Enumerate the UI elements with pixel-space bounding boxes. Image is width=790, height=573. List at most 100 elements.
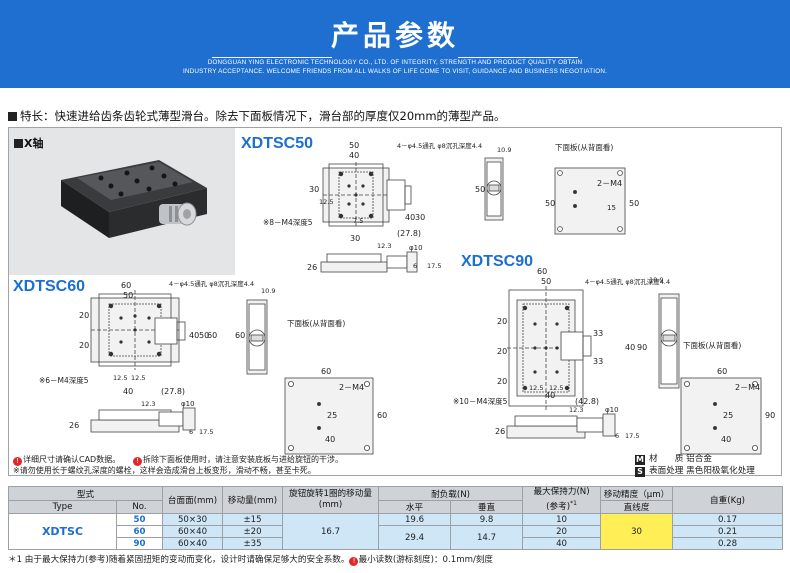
dim-90-s1: 20 <box>497 317 507 326</box>
m4-90: 2－M4 <box>735 383 760 392</box>
dim-60-s2: 20 <box>79 341 89 350</box>
load-h-cell: 29.4 <box>378 525 452 550</box>
dim-90-bp: 60 <box>717 367 727 376</box>
hole-note-60: 4－φ4.5通孔 φ8沉孔深度4.4 <box>169 279 254 288</box>
dim-50-h: 50 <box>475 185 485 194</box>
dim-60-bp3: 60 <box>377 411 387 420</box>
material-tag: M <box>635 455 645 465</box>
dim-60-bp: 60 <box>321 367 331 376</box>
dim-90-k2: 12.3 <box>569 406 583 414</box>
xdtsc90-front-view <box>506 413 616 439</box>
area-cell: 50×30 <box>162 513 224 526</box>
table-row: XDTSC 50 50×30 ±15 16.7 19.6 9.8 10 30 0… <box>8 513 784 550</box>
back-view-90: 下面板(从背面看) <box>683 340 741 350</box>
dim-60-s1: 20 <box>79 311 89 320</box>
th-no: No. <box>115 500 164 514</box>
technical-drawings <box>90 157 762 455</box>
screw-note-60: ※6－M4深度5 <box>39 375 89 385</box>
dim-90-z3: 17.5 <box>625 432 639 440</box>
pin-icon: ! <box>13 457 22 466</box>
dim-90-t: 10.9 <box>649 276 663 284</box>
th-accuracy: 移动精度（μm） <box>600 486 674 501</box>
hold-cell: 10 <box>522 513 602 526</box>
dim-60-z3: 17.5 <box>199 428 213 436</box>
screw-note-50: ※8－M4深度5 <box>263 217 313 227</box>
hole-note-90: 4－φ4.5通孔 φ8沉孔深度4.4 <box>585 277 670 286</box>
dim-90-phi: φ10 <box>605 406 619 414</box>
dim-90-h2: 33 <box>593 329 603 338</box>
pin-icon: ! <box>349 557 359 566</box>
dim-60-top: 50 <box>123 291 133 300</box>
dim-60-t: 10.9 <box>261 287 275 295</box>
bullet-square-icon <box>8 112 17 121</box>
header-banner: 产品参数 DONGGUAN YING ELECTRONIC TECHNOLOGY… <box>0 0 790 88</box>
m4-60: 2－M4 <box>339 383 364 392</box>
dim-60-h2: 40 <box>189 331 199 340</box>
dimension-labels: 50 40 4－φ4.5通孔 φ8沉孔深度4.4 30 12.5 40 30 5… <box>39 141 775 444</box>
dim-90-h: 90 <box>637 343 647 352</box>
th-load-v: 垂直 <box>450 500 524 514</box>
feature-line: 特长：快速进给齿条齿轮式薄型滑台。除去下面板情况下，滑台部的厚度仅20mm的薄型… <box>8 108 506 124</box>
xdtsc50-bottom-plate <box>554 167 626 235</box>
dim-90-knob: (42.8) <box>575 397 599 406</box>
table-row: 90 60×40 ±35 40 0.28 <box>9 537 784 550</box>
spec-table: 型式 台面面(mm) 移动量(mm) 旋钮旋转1圈的移动量(mm) 耐负载(N)… <box>7 486 784 550</box>
title-rule-left <box>212 57 332 58</box>
travel-cell: ±20 <box>222 525 284 538</box>
xdtsc60-bottom-plate <box>284 377 374 455</box>
dim-50-side2: 30 <box>350 234 360 243</box>
th-area: 台面面(mm) <box>162 486 224 514</box>
dim-60-top2: 40 <box>123 387 133 396</box>
dim-90-b: 12.5 <box>549 384 563 392</box>
xdtsc90-holes <box>522 305 570 391</box>
drawing-panel: X轴 XDTSC50 XDTSC60 XDTSC90 <box>8 127 782 477</box>
xdtsc50-side-view <box>484 157 504 221</box>
dim-60-side: 60 <box>235 331 245 340</box>
xdtsc90-side-view <box>658 293 680 389</box>
dim-50-bp2: 15 <box>607 204 616 212</box>
xdtsc60-front-view <box>90 407 196 433</box>
note-remove: !拆除下面板使用时，请注意安装底板与进给旋钮的干涉。 <box>133 454 343 466</box>
dim-50-z2: 6 <box>413 262 417 270</box>
dim-90-top: 50 <box>541 277 551 286</box>
th-travel: 移动量(mm) <box>222 486 284 514</box>
m4-50: 2－M4 <box>597 179 622 188</box>
dim-50-knob: (27.8) <box>397 229 421 238</box>
dim-50-bp: 50 <box>545 199 555 208</box>
dim-90-z2: 6 <box>615 432 619 440</box>
dim-50-bp3: 50 <box>629 199 639 208</box>
footnote: ＊1 由于最大保持力(参考)随着紧固扭矩的变动而变化，设计时请确保足够大的安全系… <box>8 555 494 566</box>
dim-90-a: 12.5 <box>529 384 543 392</box>
th-load-h: 水平 <box>378 500 452 514</box>
travel-cell: ±35 <box>222 537 284 550</box>
model-title-xdtsc50: XDTSC50 <box>241 135 314 152</box>
dim-50-t: 10.9 <box>497 146 511 154</box>
dim-90-bp4: 40 <box>721 435 731 444</box>
dim-60-w: 60 <box>121 281 131 290</box>
dim-50-c: 7.5 <box>353 217 363 225</box>
hole-note-50: 4－φ4.5通孔 φ8沉孔深度4.4 <box>397 141 482 150</box>
dim-60-bp4: 40 <box>325 435 335 444</box>
th-hold: 最大保持力(N)(参考)*1 <box>522 486 602 514</box>
dim-50-z3: 17.5 <box>427 262 441 270</box>
back-view-50: 下面板(从背面看) <box>555 142 613 152</box>
dim-60-h3: 50 <box>199 331 209 340</box>
dim-60-b: 12.5 <box>131 374 145 382</box>
hold-cell: 20 <box>522 525 602 538</box>
th-knob: 旋钮旋转1圈的移动量(mm) <box>282 486 380 514</box>
knob-cell: 16.7 <box>282 513 380 550</box>
th-weight: 自重(Kg) <box>672 486 784 514</box>
dim-90-s2: 20 <box>497 347 507 356</box>
note-screw: ※请勿使用长于螺纹孔深度的螺栓，这样会造成滑台上板变形，滑动不畅，甚至卡死。 <box>13 466 316 475</box>
dim-60-h: 60 <box>207 331 217 340</box>
th-model: 型式 <box>7 486 164 501</box>
xdtsc90-bottom-plate <box>680 377 762 455</box>
bullet-square-icon <box>14 139 23 148</box>
dim-60-a: 12.5 <box>113 374 127 382</box>
page-title: 产品参数 <box>330 19 459 52</box>
dim-60-z2: 6 <box>189 428 193 436</box>
stage-photo-illustration <box>61 160 207 238</box>
dim-90-bp3: 90 <box>765 411 775 420</box>
feature-text: 特长：快速进给齿条齿轮式薄型滑台。除去下面板情况下，滑台部的厚度仅20mm的薄型… <box>20 109 506 123</box>
